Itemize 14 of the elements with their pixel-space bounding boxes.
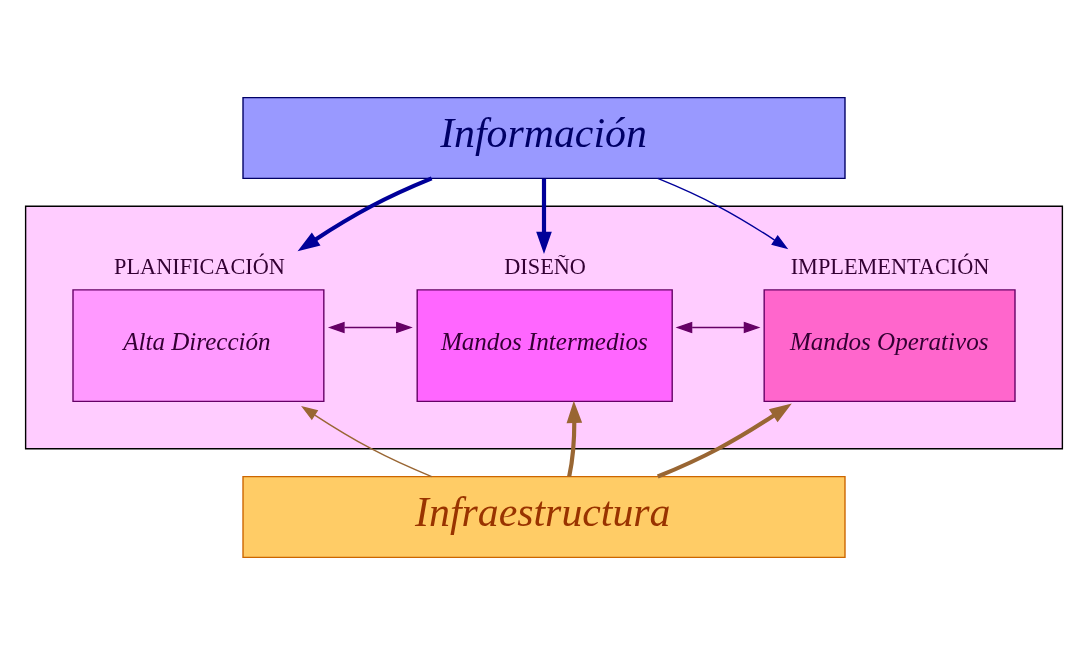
node-label: PLANIFICACIÓN bbox=[114, 253, 285, 279]
node-box: Infraestructura bbox=[242, 475, 846, 558]
node-label: DISEÑO bbox=[504, 253, 586, 279]
arrow bbox=[675, 321, 761, 333]
arrow bbox=[536, 178, 552, 254]
cluster bbox=[24, 205, 1064, 449]
arrow bbox=[297, 175, 433, 251]
arrow bbox=[657, 177, 789, 249]
node-box: Información bbox=[242, 96, 846, 179]
arrow bbox=[656, 402, 792, 478]
arrow bbox=[327, 321, 413, 333]
node-label: IMPLEMENTACIÓN bbox=[790, 253, 990, 279]
arrow bbox=[301, 405, 433, 477]
arrow bbox=[566, 400, 583, 477]
